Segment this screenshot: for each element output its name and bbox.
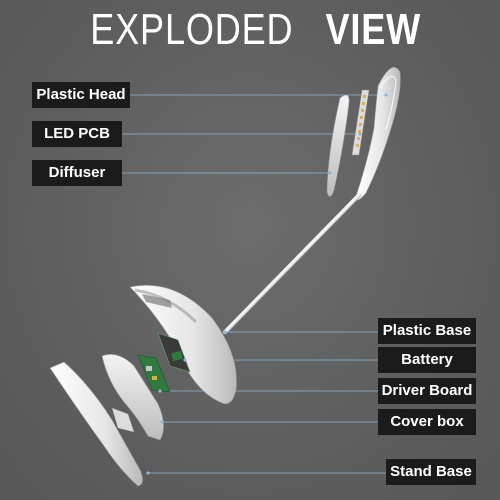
label-stand-base: Stand Base — [386, 459, 476, 485]
label-led-pcb: LED PCB — [32, 121, 122, 147]
stand-base-part — [49, 361, 150, 487]
label-diffuser: Diffuser — [32, 160, 122, 186]
label-battery: Battery — [378, 347, 476, 373]
title-light: EXPLODED — [90, 5, 294, 54]
title-bold: VIEW — [325, 5, 422, 54]
battery-part — [157, 332, 191, 373]
led-pcb-part — [351, 89, 370, 156]
page-title: EXPLODED VIEW — [0, 2, 500, 58]
plastic-head-part — [355, 67, 401, 201]
driver-board-part — [137, 354, 171, 393]
label-plastic-base: Plastic Base — [378, 318, 476, 344]
gooseneck-arm — [223, 192, 362, 334]
label-plastic-head: Plastic Head — [32, 82, 130, 108]
diffuser-part — [326, 94, 350, 197]
label-driver-board: Driver Board — [378, 378, 476, 404]
label-cover-box: Cover box — [378, 409, 476, 435]
cover-box-part — [101, 354, 164, 441]
